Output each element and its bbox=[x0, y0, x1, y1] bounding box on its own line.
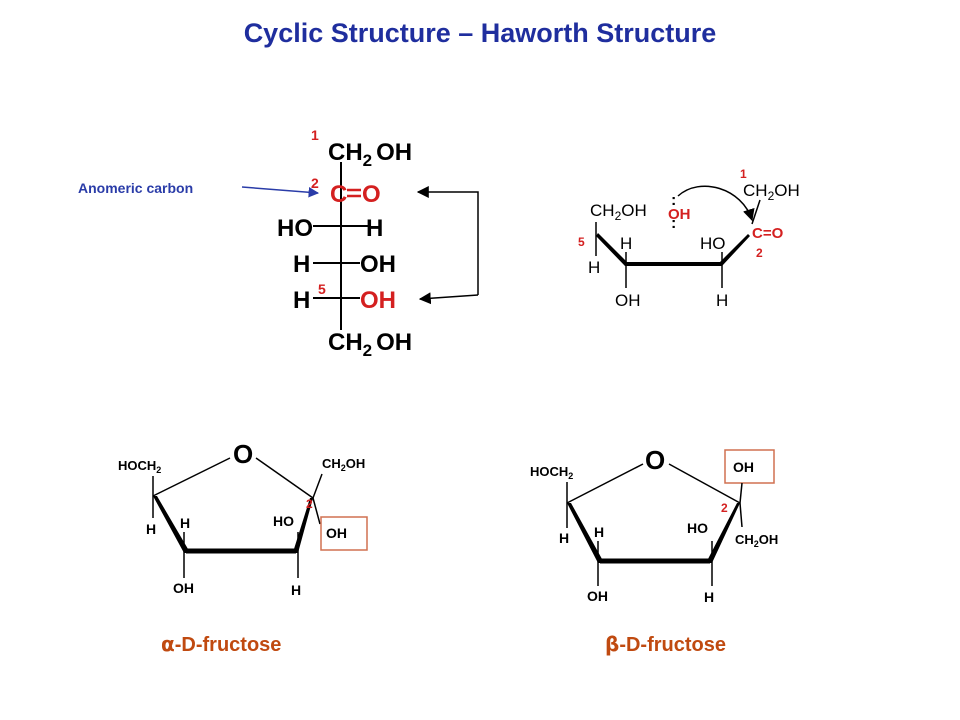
beta-oh-highlight-box bbox=[724, 449, 775, 484]
fischer-c1-number: 1 bbox=[311, 127, 319, 143]
beta-ring-front bbox=[567, 503, 740, 563]
ring-closure-oh-attack: OH bbox=[668, 206, 691, 223]
beta-ring-bond-o-c2 bbox=[668, 463, 741, 504]
ring-closure-h-c4: H bbox=[620, 234, 632, 253]
beta-h-c5: H bbox=[559, 530, 569, 546]
fischer-c3-right: H bbox=[366, 215, 383, 242]
alpha-h-c4: H bbox=[180, 515, 190, 531]
beta-h-c3: H bbox=[704, 589, 714, 605]
ring-closure-c1-number: 1 bbox=[740, 167, 747, 181]
ring-closure-ch2oh-left: CH2OH bbox=[590, 201, 647, 223]
beta-name: β-D-fructose bbox=[605, 632, 726, 656]
fischer-carbonyl-o: O bbox=[362, 181, 381, 208]
alpha-ch2oh: CH2OH bbox=[322, 456, 365, 473]
alpha-h-c5: H bbox=[146, 521, 156, 537]
beta-c2-number: 2 bbox=[721, 501, 728, 515]
anomeric-label: Anomeric carbon bbox=[78, 180, 193, 196]
beta-bond-c2-up bbox=[739, 482, 743, 504]
alpha-fructose-structure: O HOCH2 H CH2OH 2 OH H OH HO H α-D-fruct… bbox=[118, 439, 368, 656]
ring-closure-c2-number: 2 bbox=[756, 246, 763, 260]
ring-closure-lone-pair-2: : bbox=[671, 215, 676, 232]
alpha-oh-c2: OH bbox=[326, 525, 347, 541]
beta-bond-c2-down bbox=[739, 502, 743, 528]
ring-closure-diagram: CH2OH 5 H : : OH 1 CH2OH C=O 2 H HO OH H bbox=[578, 167, 800, 310]
beta-hoch2: HOCH2 bbox=[530, 464, 573, 481]
ring-closure-ho-c3: HO bbox=[700, 234, 726, 253]
ring-closure-lone-pair: : bbox=[671, 192, 676, 209]
cyclization-bracket-top bbox=[416, 186, 479, 295]
cyclization-bracket-bottom bbox=[418, 292, 479, 305]
alpha-ring-front bbox=[153, 496, 313, 553]
alpha-oh-c4: OH bbox=[173, 580, 194, 596]
ring-closure-attack-arrow bbox=[677, 185, 755, 222]
fischer-c5-number: 5 bbox=[318, 281, 326, 297]
ring-closure-carbonyl: C=O bbox=[752, 225, 784, 242]
alpha-hoch2: HOCH2 bbox=[118, 458, 161, 475]
fischer-c5-left: H bbox=[293, 287, 310, 314]
alpha-bond-c2-down bbox=[312, 497, 321, 525]
ring-closure-h-c3: H bbox=[716, 291, 728, 310]
page-title: Cyclic Structure – Haworth Structure bbox=[243, 18, 717, 48]
ring-closure-bond-c1 bbox=[751, 199, 761, 225]
beta-oh-c4: OH bbox=[587, 588, 608, 604]
alpha-h-c3: H bbox=[291, 582, 301, 598]
alpha-ring-bond-c5-o bbox=[152, 457, 231, 497]
beta-ch2oh: CH2OH bbox=[735, 532, 778, 549]
fischer-carbonyl-c: C bbox=[330, 181, 347, 208]
fischer-c4-right: OH bbox=[360, 251, 396, 278]
ring-closure-ch2oh-right: CH2OH bbox=[743, 181, 800, 203]
beta-oh-top: OH bbox=[733, 459, 754, 475]
fischer-c3-left: HO bbox=[277, 215, 313, 242]
alpha-c2-number: 2 bbox=[306, 497, 313, 511]
ring-closure-c5-number: 5 bbox=[578, 235, 585, 249]
ring-closure-oh-c4: OH bbox=[615, 291, 641, 310]
ring-closure-h-c5: H bbox=[588, 258, 600, 277]
alpha-name: α-D-fructose bbox=[161, 632, 281, 656]
fischer-c2-number: 2 bbox=[311, 175, 319, 191]
beta-h-c4: H bbox=[594, 524, 604, 540]
beta-ho-c3: HO bbox=[687, 520, 708, 536]
alpha-ring-bond-o-c2 bbox=[255, 457, 314, 499]
alpha-ho-c3: HO bbox=[273, 513, 294, 529]
alpha-oh-highlight-box bbox=[320, 516, 368, 551]
beta-ring-bond-c5-o bbox=[566, 463, 644, 504]
alpha-bond-c2-up bbox=[312, 473, 323, 499]
beta-fructose-structure: O HOCH2 H OH 2 CH2OH H OH HO H β-D-fruct… bbox=[530, 445, 778, 656]
fischer-c5-right: OH bbox=[360, 287, 396, 314]
fischer-c4-left: H bbox=[293, 251, 310, 278]
beta-ring-oxygen: O bbox=[645, 445, 665, 475]
anomeric-arrow bbox=[241, 186, 320, 198]
alpha-ring-oxygen: O bbox=[233, 439, 253, 469]
